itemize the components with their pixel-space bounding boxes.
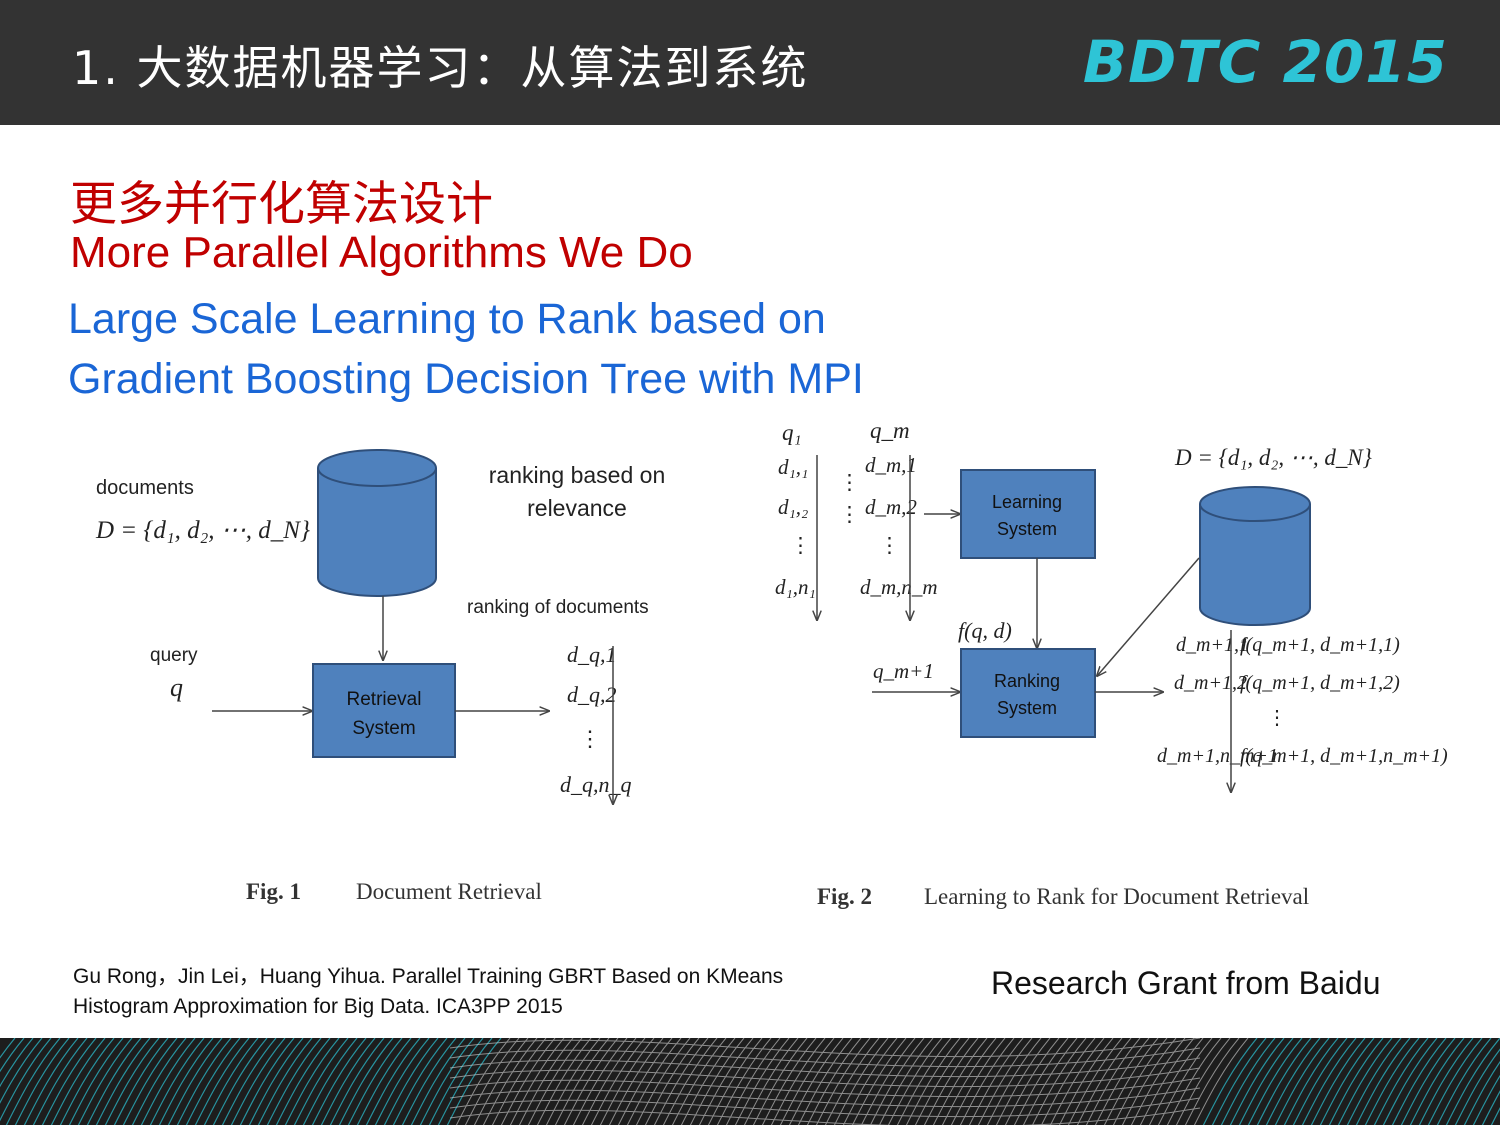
documents-label: documents xyxy=(96,477,194,499)
out-score-n: f(q_m+1, d_m+1,n_m+1) xyxy=(1240,745,1448,767)
fig1-database-cylinder xyxy=(317,449,437,597)
learning-box-line1: Learning xyxy=(992,492,1062,512)
fig1-diagram: documents D = {d₁, d₂, ⋯, d_N} ranking b… xyxy=(95,449,665,904)
ranked-doc-2: d_q,2 xyxy=(567,682,617,707)
fig1-doc-set: D = {d₁, d₂, ⋯, d_N} xyxy=(95,517,310,544)
fig2-d11: d₁,₁ xyxy=(778,455,808,479)
footer-wave-pattern xyxy=(0,1038,1500,1125)
fig2-dm1: d_m,1 xyxy=(865,453,917,477)
brand-logo: BDTC 2015 xyxy=(1082,28,1448,96)
ranking-system-box xyxy=(960,648,1096,738)
fig2-caption-text: Learning to Rank for Document Retrieval xyxy=(924,884,1309,909)
fig2-d1n: d₁,n₁ xyxy=(775,575,816,599)
learning-box-line2: System xyxy=(997,519,1057,539)
citation-line2: Histogram Approximation for Big Data. IC… xyxy=(73,995,563,1018)
ranked-doc-dots: ⋮ xyxy=(579,726,601,751)
fig2-diagram: q₁ q_m d₁,₁ d₁,₂ ⋮ d₁,n₁ ⋮ ⋮ d_m,1 d_m,2… xyxy=(775,418,1448,909)
fig2-q1: q₁ xyxy=(782,420,802,445)
section-heading-zh: 更多并行化算法设计 xyxy=(70,177,493,232)
slide-title: 1. 大数据机器学习：从算法到系统 xyxy=(72,41,809,95)
query-symbol: q xyxy=(170,673,183,702)
fig2-dmn: d_m,n_m xyxy=(860,575,938,599)
ranked-doc-1: d_q,1 xyxy=(567,642,617,667)
work-title-line2: Gradient Boosting Decision Tree with MPI xyxy=(68,355,864,403)
fig2-new-query: q_m+1 xyxy=(873,659,934,683)
retrieval-box-line1: Retrieval xyxy=(347,689,422,710)
retrieval-box-line2: System xyxy=(352,718,415,739)
out-doc-n: d_m+1,n_m+1 xyxy=(1157,745,1278,767)
ranking-box-line1: Ranking xyxy=(994,671,1060,691)
retrieval-system-box xyxy=(312,663,456,758)
model-function-label: f(q, d) xyxy=(958,618,1012,643)
fig2-mid-dots-2: ⋮ xyxy=(839,502,860,526)
footer-band xyxy=(0,1038,1500,1125)
ranking-box-line2: System xyxy=(997,698,1057,718)
section-heading-en: More Parallel Algorithms We Do xyxy=(70,228,693,277)
learning-system-box xyxy=(960,469,1096,559)
fig2-caption-num: Fig. 2 xyxy=(817,884,872,909)
fig1-caption-text: Document Retrieval xyxy=(356,879,542,904)
out-score-2: f(q_m+1, d_m+1,2) xyxy=(1240,672,1400,694)
fig1-caption-num: Fig. 1 xyxy=(246,879,301,904)
query-label: query xyxy=(150,645,198,666)
citation: Gu Rong，Jin Lei，Huang Yihua. Parallel Tr… xyxy=(73,962,783,1022)
work-title-line1: Large Scale Learning to Rank based on xyxy=(68,295,826,343)
figures-diagram: documents D = {d₁, d₂, ⋯, d_N} ranking b… xyxy=(95,418,1448,909)
ranking-of-documents-label: ranking of documents xyxy=(467,597,649,618)
fig2-doc-set: D = {d₁, d₂, ⋯, d_N} xyxy=(1174,445,1372,470)
fig2-d1-dots: ⋮ xyxy=(790,533,811,557)
header-bar: 1. 大数据机器学习：从算法到系统 BDTC 2015 xyxy=(0,0,1500,125)
fig2-qm: q_m xyxy=(870,418,910,443)
out-score-1: f(q_m+1, d_m+1,1) xyxy=(1240,634,1400,656)
fig2-database-cylinder xyxy=(1199,486,1311,626)
ranked-doc-n: d_q,n_q xyxy=(560,772,632,797)
fig2-d12: d₁,₂ xyxy=(778,495,808,519)
fig2-dm-dots: ⋮ xyxy=(879,533,900,557)
ranking-note-line1: ranking based on xyxy=(489,462,665,488)
out-doc-1: d_m+1,1 xyxy=(1176,634,1249,656)
grant-note: Research Grant from Baidu xyxy=(991,965,1381,1001)
ranking-note-line2: relevance xyxy=(527,495,627,521)
out-score-dots: ⋮ xyxy=(1267,707,1287,729)
fig2-dm2: d_m,2 xyxy=(865,495,917,519)
out-doc-2: d_m+1,2 xyxy=(1174,672,1247,694)
fig2-mid-dots-1: ⋮ xyxy=(839,470,860,494)
citation-line1: Gu Rong，Jin Lei，Huang Yihua. Parallel Tr… xyxy=(73,965,784,988)
